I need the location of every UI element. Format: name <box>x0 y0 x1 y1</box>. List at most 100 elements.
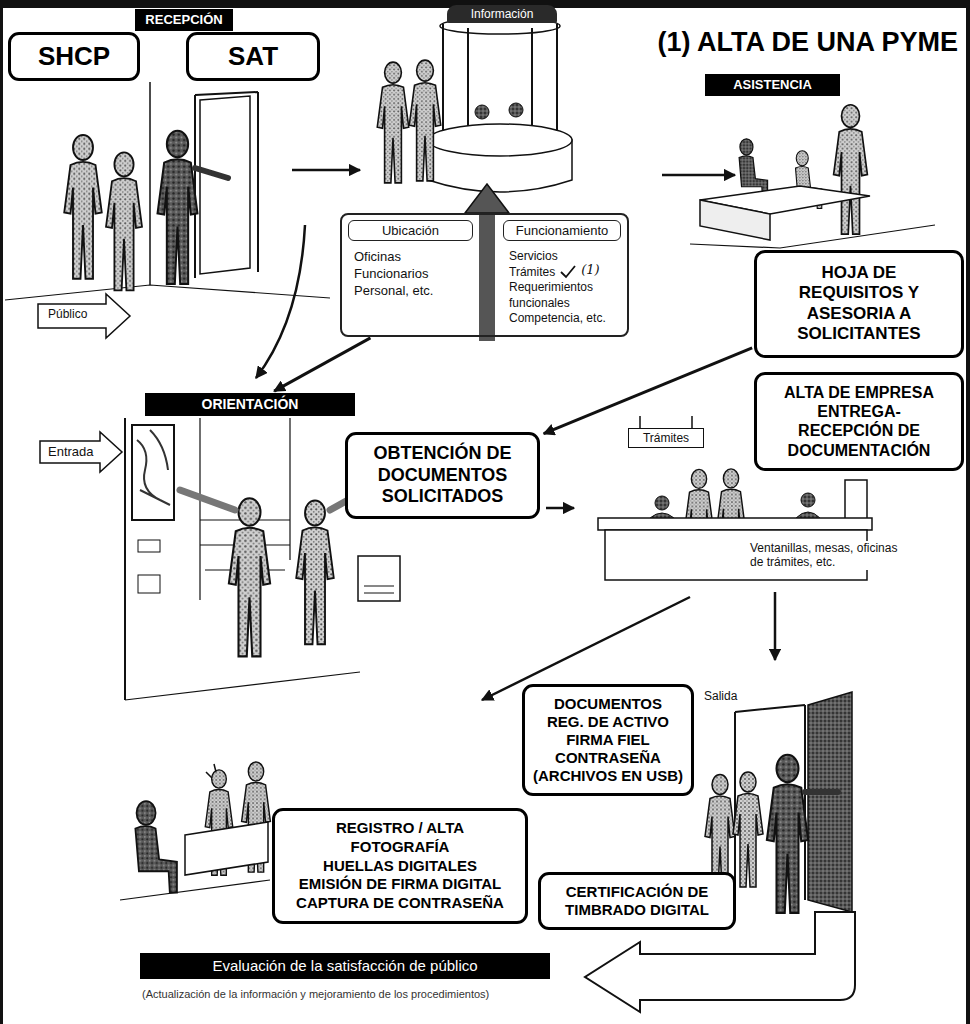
check-stroke <box>561 266 575 277</box>
visitor-figure <box>106 152 142 290</box>
kiosk-counter-top <box>428 124 572 156</box>
node-text: RECEPCIÓN <box>141 12 227 28</box>
pointing-arm <box>180 490 235 510</box>
paper-ground <box>3 8 966 1024</box>
node-text: Evaluación de la satisfacción de público <box>148 957 542 975</box>
flow-arrow <box>546 507 574 510</box>
pillar <box>845 480 867 520</box>
node-text: FIRMA FIEL <box>533 731 683 749</box>
list-item: Servicios <box>503 249 621 265</box>
node-text: ALTA DE EMPRESA <box>777 383 941 402</box>
node-text: HOJA DE REQUISITOS Y ASESORIA A SOLICITA… <box>777 263 941 345</box>
up-arrow-shaft <box>479 205 495 341</box>
staff-head <box>509 103 523 117</box>
arrow-label: Público <box>46 307 89 321</box>
flow-connector <box>544 348 752 434</box>
node-text: CAPTURA DE CONTRASEÑA <box>285 894 515 913</box>
process-box: DOCUMENTOSREG. DE ACTIVOFIRMA FIELCONTRA… <box>522 684 694 796</box>
staff-head <box>655 496 669 510</box>
evaluation-band: Evaluación de la satisfacción de público <box>140 953 550 979</box>
process-box: REGISTRO / ALTAFOTOGRAFÍAHUELLAS DIGITAL… <box>272 808 528 924</box>
node-text: EMISIÓN DE FIRMA DIGITAL <box>285 875 515 894</box>
exit-label: Salida <box>702 689 739 703</box>
node-text: DOCUMENTOS <box>533 695 683 713</box>
doorman-figure <box>767 755 808 913</box>
desk-front <box>700 200 770 240</box>
kiosk-posts <box>443 24 557 140</box>
sign-hangers <box>640 416 692 428</box>
node-text: ASISTENCIA <box>711 77 834 93</box>
agency-box: SHCP <box>8 32 140 81</box>
entrance-arrow <box>40 432 122 472</box>
doorman-arm <box>805 789 838 795</box>
node-text: REGISTRO / ALTA <box>285 819 515 838</box>
staff-head <box>801 493 815 507</box>
list-item: Funcionarios <box>348 266 473 283</box>
node-text: REG. DE ACTIVO <box>533 713 683 731</box>
flow-arrow <box>256 225 305 378</box>
applicant-figure <box>135 801 177 892</box>
node-text: SAT <box>193 41 313 72</box>
door-frame <box>195 92 258 278</box>
process-box: CERTIFICACIÓN DE TIMBRADO DIGITAL <box>538 872 736 930</box>
kiosk-sign: Información <box>447 5 557 23</box>
section-band: ASISTENCIA <box>705 74 840 96</box>
node-text: CERTIFICACIÓN DE TIMBRADO DIGITAL <box>551 883 723 919</box>
flow-connector <box>274 338 370 391</box>
caption-note: (Actualización de la información y mejor… <box>140 988 491 1001</box>
doorman-arm <box>195 168 228 178</box>
list-item: Oficinas <box>348 249 473 266</box>
node-text: OBTENCIÓN DE DOCUMENTOS SOLICITADOS <box>368 443 517 508</box>
hanging-sign: Trámites <box>628 428 704 448</box>
arrow-label: Entrada <box>46 444 96 460</box>
door-leaf <box>200 96 250 274</box>
exit-door <box>808 692 852 912</box>
node-text: SHCP <box>15 41 133 72</box>
counter-top <box>598 518 872 530</box>
table-column: UbicaciónOficinasFuncionariosPersonal, e… <box>348 220 473 327</box>
process-box: ALTA DE EMPRESAENTREGA- RECEPCIÓN DE DOC… <box>754 372 964 471</box>
speech-marks <box>206 764 216 778</box>
doorman-figure <box>158 131 198 284</box>
node-text: ORIENTACIÓN <box>151 396 349 413</box>
list-item: Requerimientos funcionales <box>503 280 621 311</box>
flow-arrow <box>774 592 777 660</box>
list-item: Personal, etc. <box>348 283 473 300</box>
wall-edge <box>149 82 151 285</box>
visitor-figure <box>377 62 409 183</box>
diagram-title: (1) ALTA DE UNA PYME <box>658 27 959 58</box>
floor-line <box>5 285 330 300</box>
column-heading: Ubicación <box>348 220 473 241</box>
column-heading: Funcionamiento <box>503 220 621 241</box>
node-text: Información <box>451 7 553 21</box>
applicant-figure <box>834 105 868 234</box>
flow-arrow <box>662 174 735 177</box>
area-note: Ventanillas, mesas, oficinas de trámites… <box>748 541 912 570</box>
wall-edge <box>124 418 126 700</box>
visitor-figure <box>296 501 334 645</box>
wall-slot <box>138 575 160 593</box>
section-band: RECEPCIÓN <box>135 9 233 31</box>
callout-number: (1) <box>579 262 601 278</box>
wall-slot <box>138 540 160 552</box>
wall-panel <box>358 556 400 601</box>
visitor-figure <box>64 135 102 279</box>
node-text: ENTREGA- RECEPCIÓN DE DOCUMENTACIÓN <box>777 402 941 460</box>
process-box: OBTENCIÓN DE DOCUMENTOS SOLICITADOS <box>345 432 540 519</box>
visitor-figure <box>409 60 441 181</box>
up-arrow-head <box>465 184 509 213</box>
node-text: HUELLAS DIGITALES <box>285 857 515 876</box>
node-text: (ARCHIVOS EN USB) <box>533 767 683 785</box>
floor-line <box>125 672 360 700</box>
map-drawing <box>137 430 170 505</box>
node-text: CONTRASEÑA <box>533 749 683 767</box>
agency-box: SAT <box>186 32 320 81</box>
staff-shoulders <box>796 512 820 518</box>
process-box: HOJA DE REQUISITOS Y ASESORIA A SOLICITA… <box>754 250 964 358</box>
floor-line <box>120 880 270 900</box>
guide-figure <box>229 498 270 656</box>
node-text: Trámites <box>633 431 699 445</box>
staff-head <box>475 105 489 119</box>
